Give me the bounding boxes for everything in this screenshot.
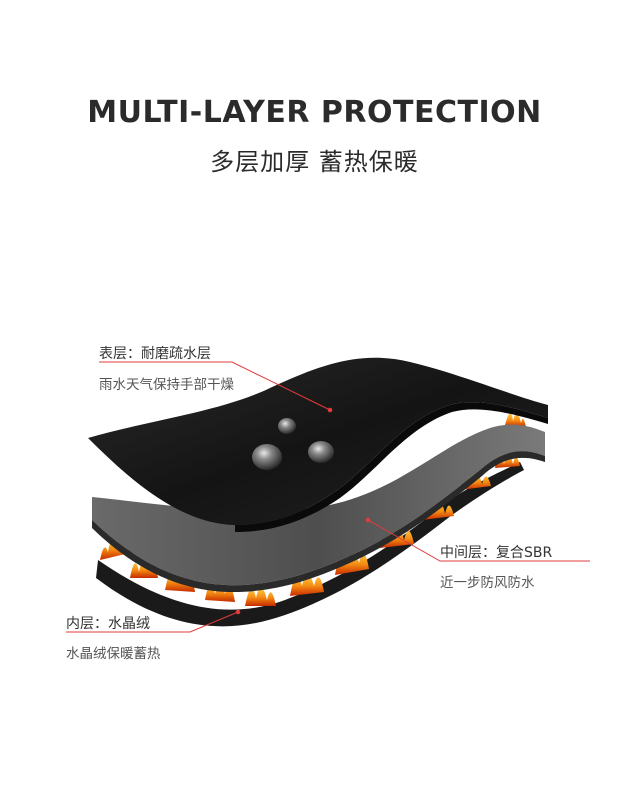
headline-chinese: 多层加厚 蓄热保暖 (210, 148, 419, 176)
water-droplets (252, 418, 334, 470)
outer-leader-line (99, 361, 331, 411)
middle-layer-sbr (92, 424, 545, 586)
inner-layer-title: 内层：水晶绒 (66, 616, 150, 632)
outer-layer-description: 雨水天气保持手部干燥 (99, 377, 234, 393)
middle-leader-line (367, 519, 590, 562)
inner-leader-line (66, 611, 239, 633)
outer-layer-title: 表层：耐磨疏水层 (99, 346, 211, 362)
middle-layer-title: 中间层：复合SBR (440, 545, 553, 561)
leader-lines (66, 361, 590, 633)
inner-layer-description: 水晶绒保暖蓄热 (66, 646, 161, 662)
headline-english: MULTI-LAYER PROTECTION (87, 95, 542, 130)
middle-layer-description: 近一步防风防水 (440, 575, 535, 591)
